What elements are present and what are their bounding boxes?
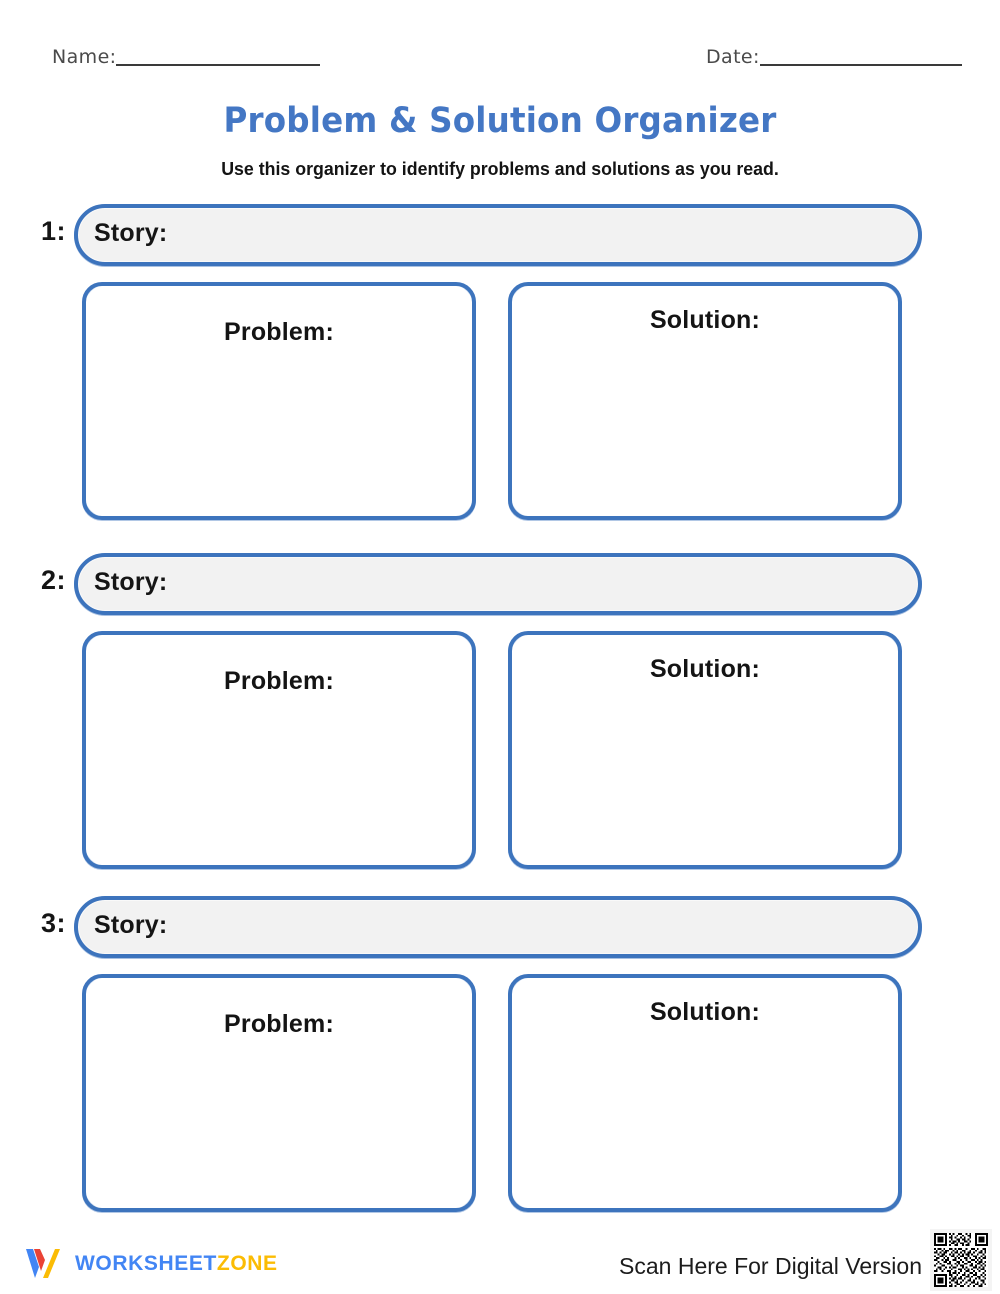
story-label-1: Story:: [94, 219, 168, 247]
story-input-1[interactable]: [74, 204, 922, 266]
page-footer: WORKSHEETZONE Scan Here For Digital Vers…: [0, 1225, 1000, 1294]
worksheet-zone-logo[interactable]: WORKSHEETZONE: [24, 1247, 278, 1281]
problem-solution-pair-3: Problem: Solution:: [0, 974, 1000, 1214]
problem-label-1: Problem:: [224, 318, 334, 346]
name-field[interactable]: Name:: [52, 46, 321, 69]
problem-label-2: Problem:: [224, 667, 334, 695]
problem-box-2[interactable]: Problem:: [82, 631, 476, 869]
header-meta-row: Name: Date:: [0, 48, 1000, 78]
row-index-1: 1:: [41, 216, 67, 246]
date-field[interactable]: Date:: [706, 48, 962, 69]
problem-label-3: Problem:: [224, 1010, 334, 1038]
qr-code[interactable]: [930, 1229, 992, 1291]
name-label: Name:: [52, 46, 117, 68]
brand-wordmark: WORKSHEETZONE: [75, 1252, 278, 1276]
problem-solution-pair-1: Problem: Solution:: [0, 282, 1000, 522]
brand-zone-text: ZONE: [216, 1252, 278, 1275]
row-index-3: 3:: [41, 908, 67, 938]
solution-box-2[interactable]: Solution:: [508, 631, 902, 869]
problem-box-1[interactable]: Problem:: [82, 282, 476, 520]
solution-label-3: Solution:: [649, 998, 761, 1026]
story-line-2: 2: Story:: [0, 549, 1000, 617]
qr-code-image: [934, 1233, 988, 1287]
story-input-3[interactable]: [74, 896, 922, 958]
organizer-row-2: 2: Story: Problem: Solution:: [0, 549, 1000, 871]
page-subtitle: Use this organizer to identify problems …: [221, 158, 779, 179]
row-index-2: 2:: [41, 565, 67, 595]
solution-box-1[interactable]: Solution:: [508, 282, 902, 520]
problem-solution-pair-2: Problem: Solution:: [0, 631, 1000, 871]
solution-label-1: Solution:: [649, 306, 761, 334]
problem-box-3[interactable]: Problem:: [82, 974, 476, 1212]
solution-box-3[interactable]: Solution:: [508, 974, 902, 1212]
organizer-row-3: 3: Story: Problem: Solution:: [0, 892, 1000, 1214]
logo-w-icon: [26, 1249, 60, 1278]
story-input-2[interactable]: [74, 553, 922, 615]
scan-instruction-text: Scan Here For Digital Version: [619, 1253, 922, 1279]
story-line-3: 3: Story:: [0, 892, 1000, 960]
story-line-1: 1: Story:: [0, 200, 1000, 268]
date-underline: [759, 64, 962, 66]
solution-label-2: Solution:: [649, 655, 761, 683]
date-label: Date:: [706, 46, 760, 68]
story-label-2: Story:: [94, 568, 168, 596]
brand-worksheet-text: WORKSHEET: [75, 1252, 217, 1275]
organizer-row-1: 1: Story: Problem: Solution:: [0, 200, 1000, 522]
story-label-3: Story:: [94, 911, 168, 939]
name-underline: [116, 64, 321, 66]
page-title: Problem & Solution Organizer: [223, 101, 777, 141]
